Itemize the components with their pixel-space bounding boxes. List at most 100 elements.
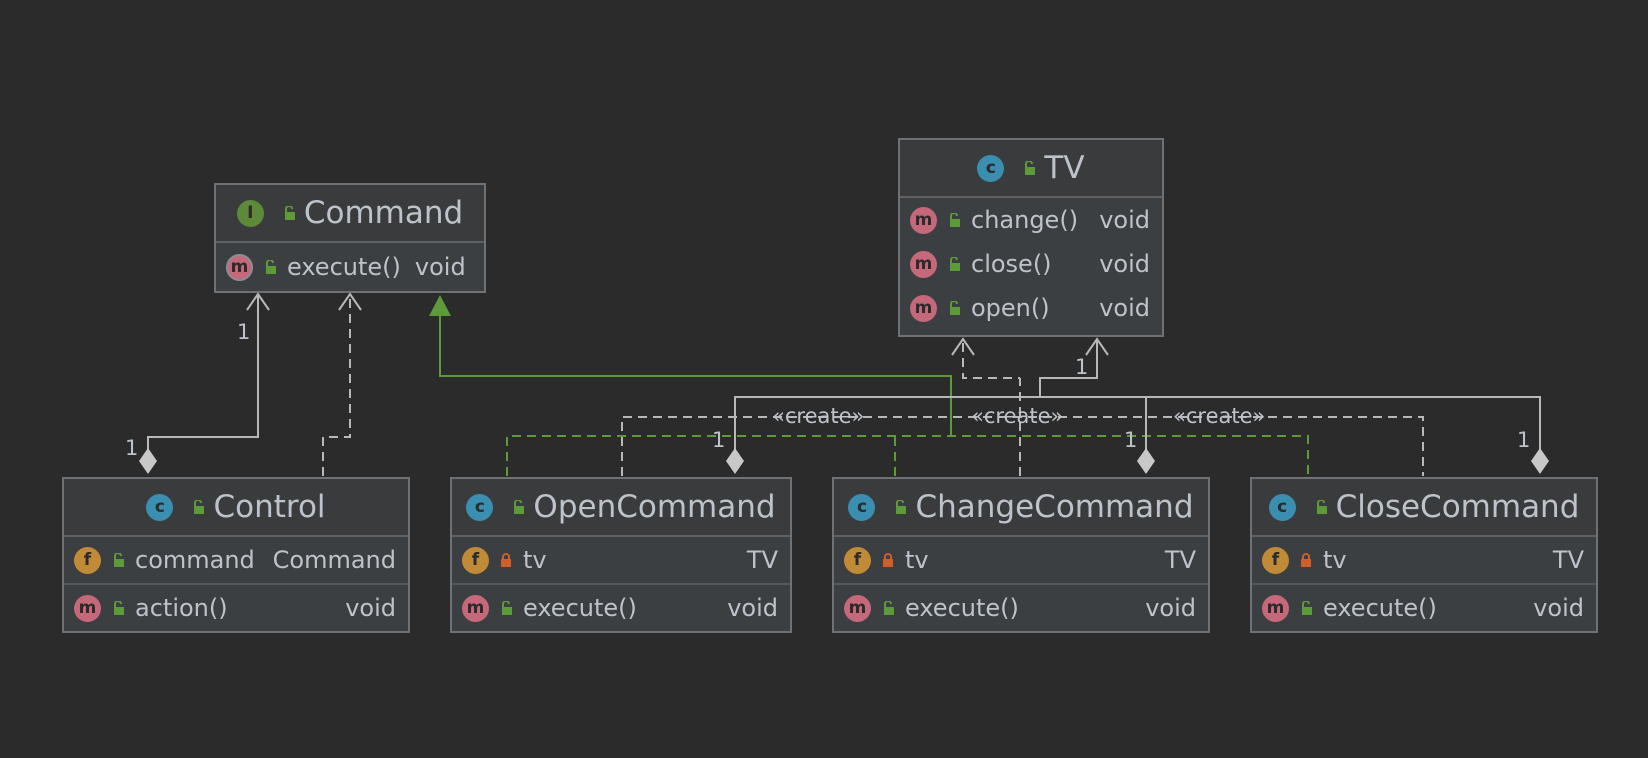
member-row[interactable]: f command Command (64, 537, 408, 583)
public-visibility-icon (950, 213, 960, 227)
member-type: void (1533, 594, 1584, 622)
public-visibility-icon (884, 601, 894, 615)
abstract-method-icon: m (226, 253, 253, 281)
member-name: execute() (287, 253, 401, 281)
member-type: void (1099, 250, 1150, 278)
member-row[interactable]: m close() void (900, 242, 1162, 286)
member-type: void (1145, 594, 1196, 622)
tv-associations (726, 337, 1549, 474)
public-visibility-icon (950, 257, 960, 271)
class-icon: c (977, 154, 1005, 182)
class-icon: c (466, 493, 494, 521)
member-row[interactable]: f tv TV (1252, 537, 1596, 583)
public-visibility-icon (502, 601, 512, 615)
public-visibility-icon (114, 601, 124, 615)
member-row[interactable]: f tv TV (452, 537, 790, 583)
class-name: Command (303, 195, 464, 231)
private-visibility-icon (1301, 553, 1311, 567)
method-icon: m (74, 594, 101, 622)
member-row[interactable]: m open() void (900, 286, 1162, 330)
multiplicity-label: 1 (237, 320, 251, 344)
member-row[interactable]: m execute() void (834, 583, 1208, 631)
public-visibility-icon (266, 260, 276, 274)
public-visibility-icon (1316, 500, 1327, 514)
member-row[interactable]: m action() void (64, 583, 408, 631)
control-command-dependency (322, 298, 351, 476)
member-name: command (135, 546, 255, 574)
class-name: TV (1044, 150, 1085, 186)
member-name: tv (905, 546, 929, 574)
multiplicity-label: 1 (712, 428, 726, 452)
field-icon: f (1262, 546, 1289, 574)
member-name: tv (1323, 546, 1347, 574)
method-icon: m (910, 206, 937, 234)
public-visibility-icon (1302, 601, 1312, 615)
member-type: void (727, 594, 778, 622)
member-name: open() (971, 294, 1050, 322)
class-command[interactable]: I Command m execute() void (214, 183, 486, 293)
class-header: I Command (216, 185, 484, 243)
member-name: close() (971, 250, 1052, 278)
class-icon: c (1268, 493, 1296, 521)
member-name: execute() (1323, 594, 1437, 622)
public-visibility-icon (284, 206, 295, 220)
method-icon: m (462, 594, 489, 622)
public-visibility-icon (1025, 161, 1036, 175)
multiplicity-label: 1 (1124, 428, 1138, 452)
member-type: TV (746, 546, 778, 574)
member-type: TV (1552, 546, 1584, 574)
member-type: Command (272, 546, 396, 574)
member-row[interactable]: m change() void (900, 198, 1162, 242)
class-control[interactable]: c Control f command Command m action() v… (62, 477, 410, 633)
member-row[interactable]: m execute() void (452, 583, 790, 631)
interface-icon: I (236, 199, 264, 227)
private-visibility-icon (883, 553, 893, 567)
create-label: «create» (1173, 404, 1266, 428)
class-name: ChangeCommand (915, 489, 1194, 525)
method-icon: m (1262, 594, 1289, 622)
class-name: OpenCommand (533, 489, 776, 525)
class-name: Control (213, 489, 326, 525)
class-open-command[interactable]: c OpenCommand f tv TV m execute() void (450, 477, 792, 633)
method-icon: m (844, 594, 871, 622)
create-label: «create» (772, 404, 865, 428)
class-change-command[interactable]: c ChangeCommand f tv TV m execute() void (832, 477, 1210, 633)
method-icon: m (910, 250, 937, 278)
member-type: void (1099, 206, 1150, 234)
member-row[interactable]: m execute() void (216, 243, 484, 291)
method-icon: m (910, 294, 937, 322)
member-name: change() (971, 206, 1079, 234)
realization-edges (439, 313, 952, 436)
class-header: c CloseCommand (1252, 479, 1596, 537)
public-visibility-icon (950, 301, 960, 315)
member-type: TV (1164, 546, 1196, 574)
class-header: c ChangeCommand (834, 479, 1208, 537)
create-label: «create» (971, 404, 1064, 428)
member-type: void (345, 594, 396, 622)
class-tv[interactable]: c TV m change() void m close() void m op… (898, 138, 1164, 337)
class-header: c OpenCommand (452, 479, 790, 537)
class-close-command[interactable]: c CloseCommand f tv TV m execute() void (1250, 477, 1598, 633)
public-visibility-icon (514, 500, 525, 514)
public-visibility-icon (194, 500, 205, 514)
member-name: tv (523, 546, 547, 574)
multiplicity-label: 1 (125, 436, 139, 460)
private-visibility-icon (501, 553, 511, 567)
public-visibility-icon (896, 500, 907, 514)
class-header: c Control (64, 479, 408, 537)
field-icon: f (462, 546, 489, 574)
class-icon: c (848, 493, 876, 521)
member-row[interactable]: m execute() void (1252, 583, 1596, 631)
create-dependencies (621, 343, 1424, 476)
field-icon: f (74, 546, 101, 574)
member-name: execute() (523, 594, 637, 622)
field-icon: f (844, 546, 871, 574)
class-icon: c (146, 493, 174, 521)
multiplicity-label: 1 (1517, 428, 1531, 452)
member-row[interactable]: f tv TV (834, 537, 1208, 583)
member-name: action() (135, 594, 228, 622)
member-type: void (1099, 294, 1150, 322)
realization-arrowhead (429, 295, 451, 316)
member-name: execute() (905, 594, 1019, 622)
